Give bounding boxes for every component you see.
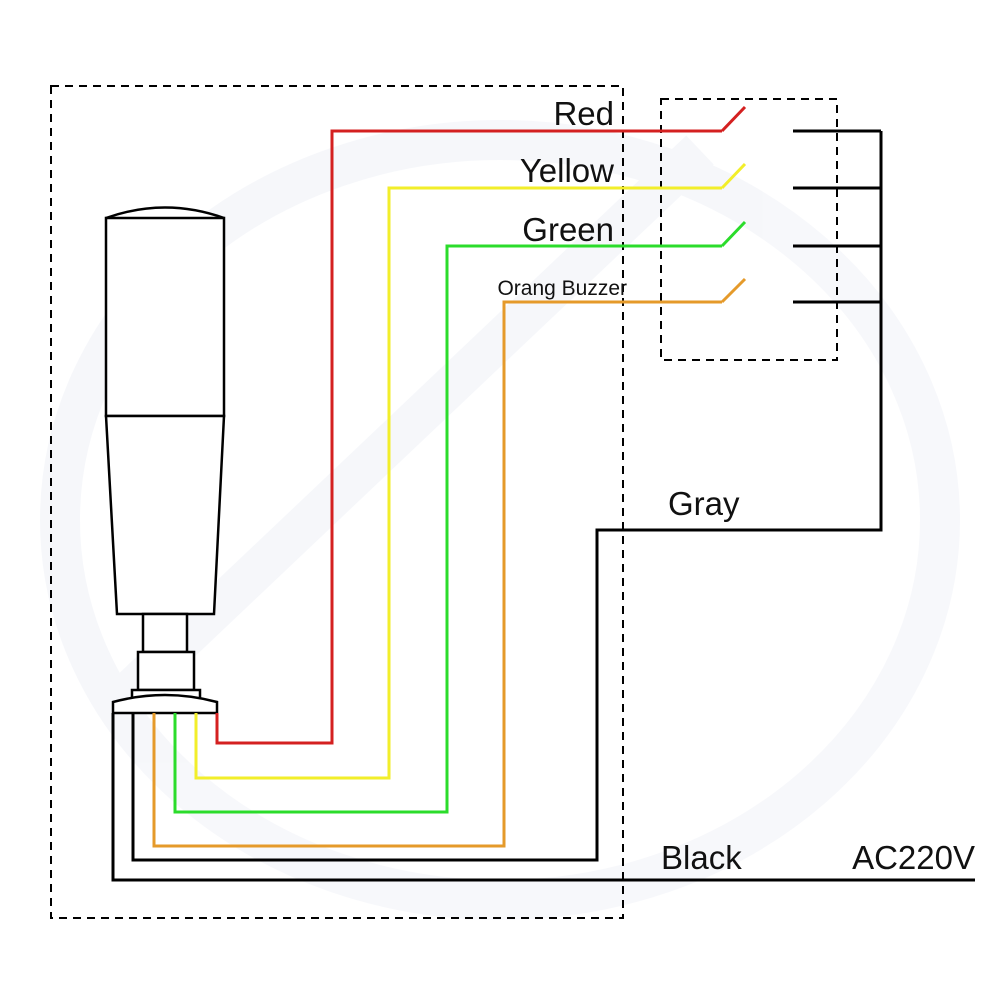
tower-light-lower-section <box>104 414 226 616</box>
wire-green <box>173 244 722 814</box>
wire-red <box>215 129 722 745</box>
wire-black <box>111 713 975 882</box>
tower-light-neck <box>141 612 189 654</box>
tower-light-cap <box>105 206 225 220</box>
tower-light-base <box>111 693 219 715</box>
label-yellow: Yellow <box>520 152 614 189</box>
device-enclosure <box>50 85 624 919</box>
label-black: Black <box>661 839 742 876</box>
switch-red <box>720 105 747 133</box>
switch-green <box>720 220 747 248</box>
switch-box <box>660 98 838 361</box>
label-red: Red <box>553 95 614 132</box>
switch-orange <box>720 277 747 304</box>
label-orange-buzzer: Orang Buzzer <box>497 277 627 300</box>
tower-light-upper-section <box>104 216 226 418</box>
tower-light <box>104 206 226 715</box>
tower-light-collar <box>136 650 196 692</box>
label-supply-voltage: AC220V <box>852 839 975 876</box>
label-gray: Gray <box>668 485 740 522</box>
wire-orange <box>152 300 722 848</box>
label-green: Green <box>522 211 614 248</box>
wire-yellow <box>194 186 722 780</box>
wire-gray <box>131 131 883 862</box>
watermark <box>40 120 960 920</box>
switch-yellow <box>720 162 747 190</box>
